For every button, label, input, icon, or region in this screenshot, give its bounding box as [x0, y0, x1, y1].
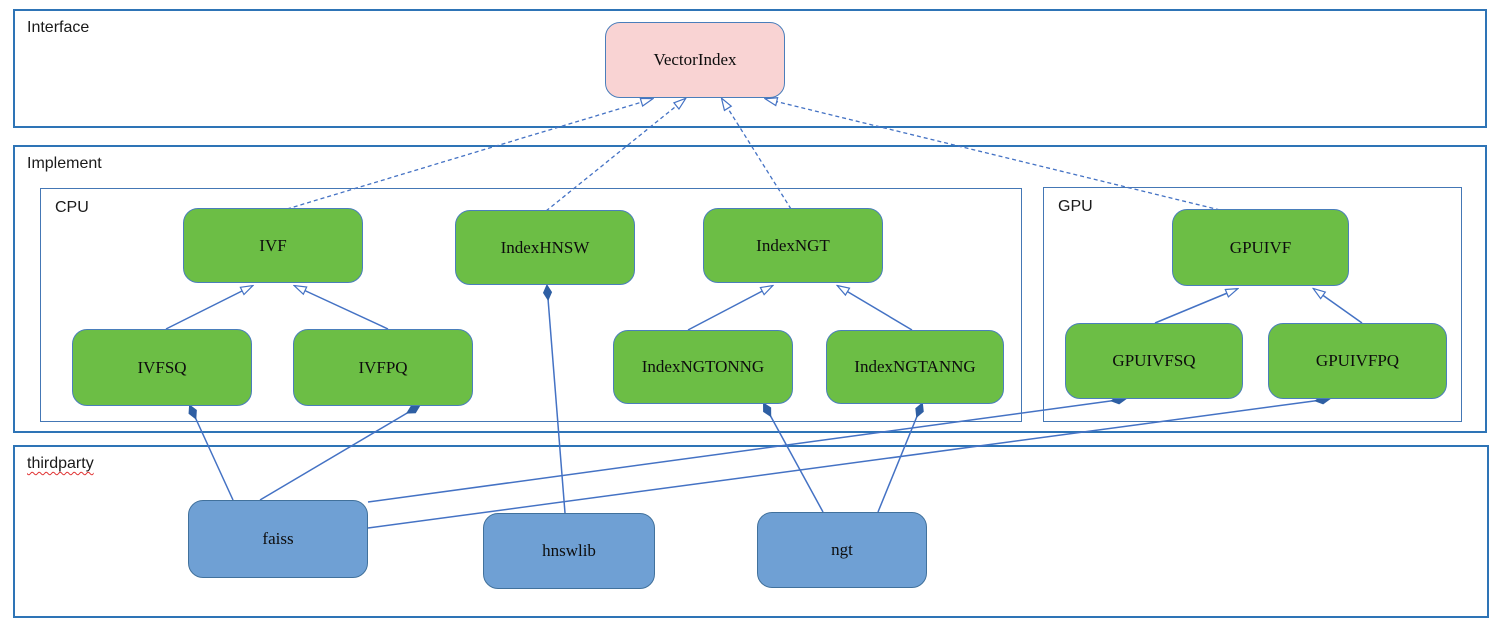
node-ivfsq-label: IVFSQ: [137, 357, 187, 377]
node-indexngtanng: IndexNGTANNG: [826, 330, 1004, 404]
node-faiss: faiss: [188, 500, 368, 578]
node-gpuivfpq: GPUIVFPQ: [1268, 323, 1447, 399]
node-ivf: IVF: [183, 208, 363, 283]
node-ngt: ngt: [757, 512, 927, 588]
node-indexngt: IndexNGT: [703, 208, 883, 283]
node-ivfsq: IVFSQ: [72, 329, 252, 406]
node-ivfpq: IVFPQ: [293, 329, 473, 406]
node-gpuivf: GPUIVF: [1172, 209, 1349, 286]
node-indexngtonng-label: IndexNGTONNG: [641, 357, 765, 376]
section-interface-label: Interface: [27, 19, 90, 36]
section-thirdparty-label: thirdparty: [27, 455, 94, 472]
section-implement-label: Implement: [27, 155, 102, 172]
node-vectorindex: VectorIndex: [605, 22, 785, 98]
node-vectorindex-label: VectorIndex: [653, 50, 737, 69]
node-indexhnsw-label: IndexHNSW: [500, 237, 590, 257]
node-gpuivf-label: GPUIVF: [1229, 237, 1292, 257]
node-ivf-label: IVF: [259, 235, 287, 255]
node-indexngt-label: IndexNGT: [756, 235, 830, 255]
node-faiss-label: faiss: [262, 529, 294, 548]
node-gpuivfsq: GPUIVFSQ: [1065, 323, 1243, 399]
node-hnswlib: hnswlib: [483, 513, 655, 589]
section-gpu-label: GPU: [1058, 198, 1093, 215]
node-hnswlib-label: hnswlib: [542, 541, 596, 560]
node-ngt-label: ngt: [831, 540, 853, 559]
node-indexhnsw: IndexHNSW: [455, 210, 635, 285]
node-indexngtonng: IndexNGTONNG: [613, 330, 793, 404]
node-gpuivfpq-label: GPUIVFPQ: [1315, 351, 1400, 370]
node-ivfpq-label: IVFPQ: [358, 357, 408, 377]
node-gpuivfsq-label: GPUIVFSQ: [1112, 351, 1196, 370]
section-cpu-label: CPU: [55, 199, 89, 216]
node-indexngtanng-label: IndexNGTANNG: [854, 357, 976, 376]
